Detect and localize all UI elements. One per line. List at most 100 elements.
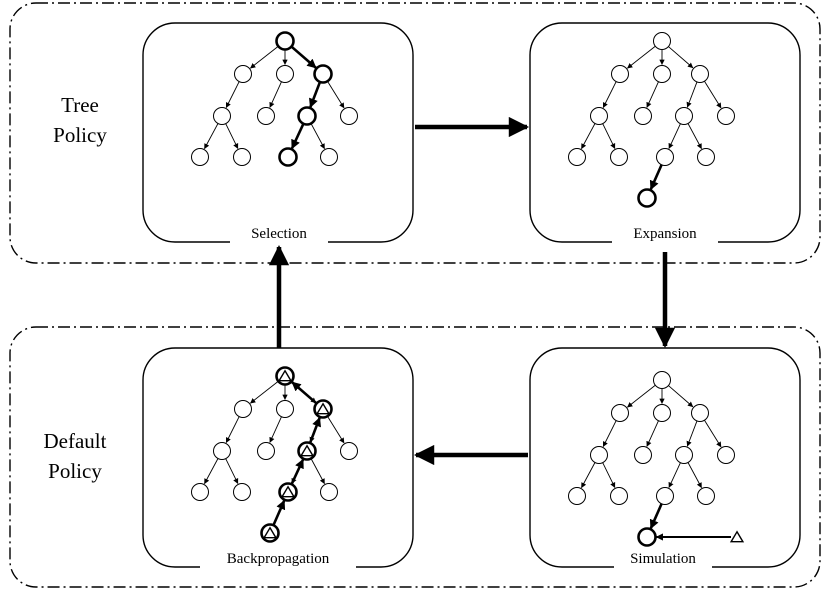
tree-node — [637, 527, 657, 547]
tree-edge — [649, 503, 663, 530]
tree-node — [213, 107, 231, 125]
expansion-tree — [568, 32, 735, 208]
tree-node — [653, 32, 671, 50]
tree-node — [213, 442, 231, 460]
tree-node — [276, 65, 294, 83]
backpropagation-tree — [191, 366, 358, 543]
tree-node — [234, 65, 252, 83]
tree-node — [257, 442, 275, 460]
tree-node — [590, 107, 608, 125]
default-policy-group — [9, 326, 821, 588]
backprop-edge — [291, 381, 318, 405]
tree-edge — [250, 380, 279, 404]
backprop-edge — [290, 458, 305, 485]
tree-edge — [649, 164, 663, 191]
value-triangle-icon — [280, 485, 296, 498]
backpropagation-label-gap — [200, 555, 356, 579]
tree-node — [656, 487, 674, 505]
tree-node — [340, 107, 358, 125]
tree-node — [340, 442, 358, 460]
value-triangle-icon — [262, 526, 278, 539]
tree-node — [257, 107, 275, 125]
selection-tree — [191, 31, 358, 167]
tree-node — [320, 148, 338, 166]
tree-edge — [309, 81, 322, 108]
tree-edge — [668, 462, 681, 488]
tree-edge — [646, 420, 659, 447]
tree-policy-group — [9, 2, 821, 264]
tree-edge — [310, 123, 325, 150]
tree-node — [717, 107, 735, 125]
tree-edge — [687, 123, 702, 150]
tree-edge — [250, 45, 279, 69]
terminal-triangle-icon — [729, 530, 745, 543]
tree-node — [275, 31, 295, 51]
tree-edge — [225, 123, 239, 149]
tree-edge — [581, 123, 596, 150]
tree-node — [637, 188, 657, 208]
value-triangle-icon — [299, 444, 315, 457]
tree-node — [191, 148, 209, 166]
tree-edge — [646, 81, 659, 108]
tree-node — [191, 483, 209, 501]
tree-node — [691, 65, 709, 83]
tree-edge — [686, 81, 698, 108]
tree-edge — [668, 46, 694, 69]
tree-edge — [602, 123, 616, 149]
tree-edge — [704, 419, 722, 448]
expansion-label-gap — [612, 230, 718, 254]
tree-node — [610, 148, 628, 166]
tree-edge — [581, 462, 596, 489]
tree-edge — [668, 123, 681, 149]
tree-node — [320, 483, 338, 501]
tree-edge — [602, 420, 617, 447]
tree-edge — [327, 415, 345, 444]
expansion-panel — [529, 22, 801, 243]
tree-edge — [269, 416, 282, 443]
tree-edge — [225, 81, 240, 108]
tree-node — [313, 64, 333, 84]
tree-node — [611, 65, 629, 83]
tree-edge — [627, 45, 656, 69]
tree-edge — [686, 420, 698, 447]
tree-edge — [269, 81, 282, 108]
tree-edge — [310, 458, 325, 485]
tree-node — [233, 483, 251, 501]
tree-node — [717, 446, 735, 464]
tree-node — [697, 487, 715, 505]
tree-node — [656, 148, 674, 166]
tree-node — [611, 404, 629, 422]
simulation-label: Simulation — [630, 551, 696, 567]
tree-node — [568, 487, 586, 505]
tree-node — [590, 446, 608, 464]
tree-edge — [687, 462, 702, 489]
tree-node — [234, 400, 252, 418]
value-triangle-icon — [277, 369, 293, 382]
tree-edge — [668, 385, 694, 408]
tree-node — [653, 404, 671, 422]
tree-node — [675, 446, 693, 464]
value-triangle-icon — [315, 402, 331, 415]
tree-node — [568, 148, 586, 166]
selection-panel — [142, 22, 414, 243]
tree-node — [653, 371, 671, 389]
tree-edge — [290, 45, 317, 69]
tree-node — [276, 400, 294, 418]
expansion-label: Expansion — [633, 226, 697, 242]
tree-node — [675, 107, 693, 125]
tree-node — [297, 106, 317, 126]
tree-policy-label-line1: Tree — [61, 93, 99, 117]
tree-policy-label-line2: Policy — [53, 123, 107, 147]
tree-edge — [204, 458, 219, 485]
tree-node — [634, 446, 652, 464]
tree-node — [278, 147, 298, 167]
tree-node — [697, 148, 715, 166]
backprop-edge — [308, 417, 321, 444]
tree-edge — [225, 458, 239, 484]
tree-edge — [704, 80, 722, 109]
tree-edge — [602, 81, 617, 108]
tree-node — [634, 107, 652, 125]
tree-edge — [204, 123, 219, 150]
simulation-tree — [568, 371, 745, 547]
